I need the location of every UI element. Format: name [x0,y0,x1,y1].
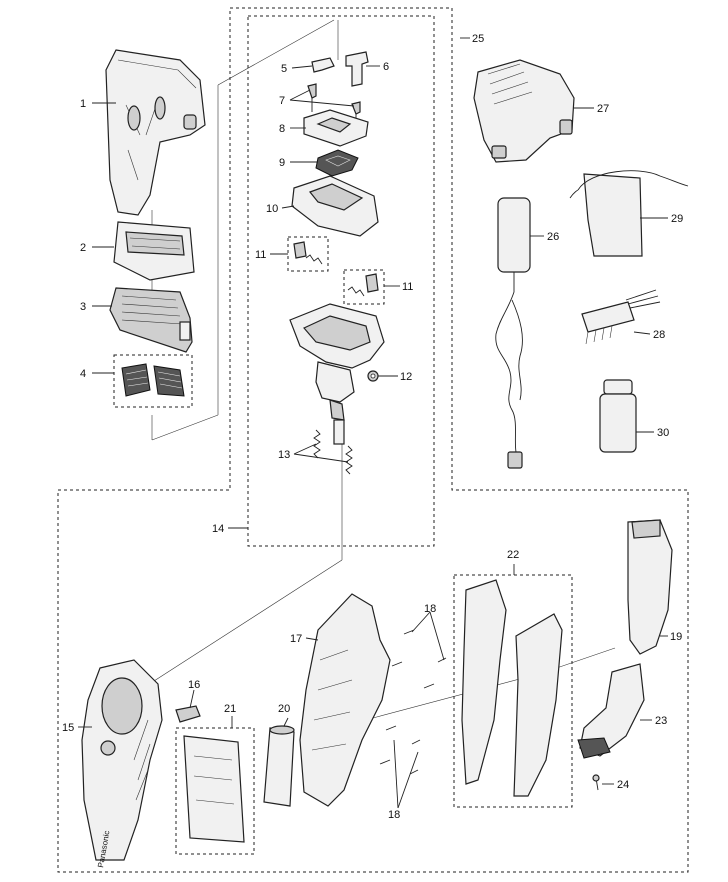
callout-19: 19 [670,631,682,643]
callout-4: 4 [80,368,86,380]
callout-6: 6 [383,61,389,73]
part-head-internals [289,51,385,475]
callout-1: 1 [80,98,86,110]
callout-18-top: 18 [424,603,436,615]
callout-26: 26 [547,231,559,243]
part-accessories [473,59,689,469]
blade-box [113,354,193,408]
part-outer-frame [105,49,206,216]
head-assembly-boundary [247,15,435,547]
callout-28: 28 [653,329,665,341]
callout-13: 13 [278,449,290,461]
screw-group [379,629,447,775]
callout-30: 30 [657,427,669,439]
callout-21: 21 [224,703,236,715]
callout-24: 24 [617,779,629,791]
part-inner-blades [121,363,185,397]
leader-lines [78,37,668,809]
callout-7: 7 [279,95,285,107]
callout-25: 25 [472,33,484,45]
part-body: Panasonic [81,519,673,868]
callout-23: 23 [655,715,667,727]
callout-22: 22 [507,549,519,561]
housing-box [453,574,573,808]
callout-17: 17 [290,633,302,645]
callout-3: 3 [80,301,86,313]
spring-box-right [343,269,385,305]
callout-16: 16 [188,679,200,691]
callout-12: 12 [400,371,412,383]
callout-5: 5 [281,63,287,75]
callout-20: 20 [278,703,290,715]
callout-15: 15 [62,722,74,734]
pcb-box [175,727,255,855]
callout-10: 10 [266,203,278,215]
callout-2: 2 [80,242,86,254]
callout-27: 27 [597,103,609,115]
callout-14: 14 [212,523,224,535]
callout-9: 9 [279,157,285,169]
spring-box-left [287,236,329,272]
callout-8: 8 [279,123,285,135]
part-foil-frame [113,221,195,281]
group-boundaries [57,7,689,873]
callout-11-left: 11 [255,249,266,261]
callout-18-bottom: 18 [388,809,400,821]
part-foil-cartridge [109,287,193,353]
callout-11-right: 11 [402,281,413,293]
callout-29: 29 [671,213,683,225]
callout-labels: 1 2 3 4 5 6 7 8 9 10 11 11 12 13 14 15 1… [62,33,683,821]
main-boundary [57,7,689,873]
